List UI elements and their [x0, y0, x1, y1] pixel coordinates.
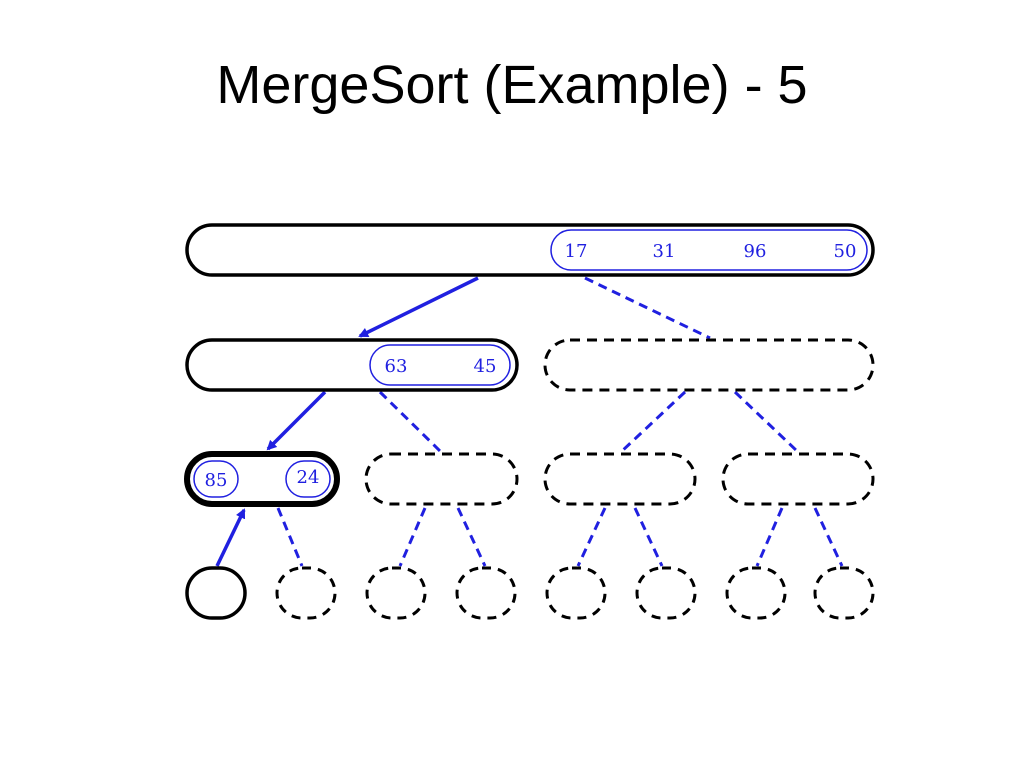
leaf-node-6: [635, 566, 697, 620]
dashed-connectors: [276, 276, 844, 567]
root-values-pill: [550, 229, 868, 271]
dashed-l2d-right: [813, 507, 844, 567]
level2-node-3: [543, 452, 697, 506]
root-value-3: 96: [744, 241, 767, 262]
leaf-node-4: [455, 566, 517, 620]
dashed-l1right-left: [620, 390, 687, 453]
dashed-root-right: [584, 276, 711, 340]
leaf-node-8: [813, 566, 875, 620]
leaf-node-1: [185, 566, 247, 620]
root-value-1: 17: [565, 241, 588, 262]
arrow-root-to-left: [358, 276, 479, 338]
dashed-l2b-left: [398, 507, 427, 567]
level1-left-value-1: 63: [385, 356, 408, 377]
dashed-l2c-right: [633, 507, 664, 567]
dashed-l1left-right: [378, 390, 442, 453]
level2-node-1-value-pill-2: [285, 460, 331, 498]
level2-left-value-1: 85: [205, 470, 228, 491]
level2-node-1-value-pill-1: [193, 460, 239, 498]
level2-node-2: [364, 452, 519, 506]
dashed-l2c-left: [576, 507, 607, 567]
dashed-l2a-right: [276, 507, 304, 567]
leaf-node-5: [545, 566, 607, 620]
level1-left-values-pill: [369, 344, 511, 386]
leaf-node-2: [275, 566, 337, 620]
dashed-l2d-left: [755, 507, 784, 567]
arrow-l1-to-l2: [266, 390, 327, 451]
leaf-node-7: [725, 566, 787, 620]
leaf-node-3: [365, 566, 427, 620]
root-value-2: 31: [653, 241, 676, 262]
arrow-leaf-to-l2: [215, 508, 246, 567]
level1-left-value-2: 45: [474, 356, 497, 377]
dashed-l1right-right: [733, 390, 799, 453]
slide-title: MergeSort (Example) - 5: [216, 55, 808, 115]
level2-node-4: [721, 452, 875, 506]
level1-right-node: [543, 338, 875, 392]
level2-left-value-2: 24: [297, 467, 320, 488]
root-value-4: 50: [834, 241, 857, 262]
dashed-l2b-right: [456, 507, 487, 567]
